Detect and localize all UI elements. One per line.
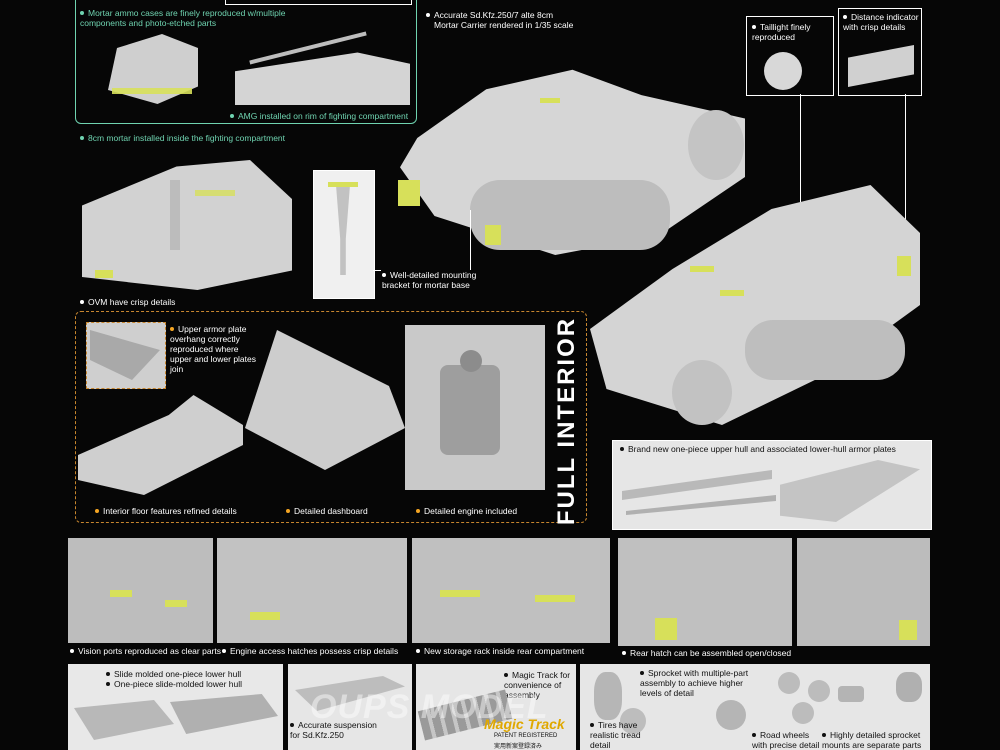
sprocket-image-1 bbox=[620, 708, 646, 734]
engine-hatches-photo bbox=[217, 538, 407, 643]
main-vehicle-pe-1 bbox=[398, 180, 420, 206]
sprocket-caption: Sprocket with multiple-part assembly to … bbox=[640, 668, 749, 698]
suspension-panel bbox=[288, 664, 412, 750]
mortar-carrier-caption: Mortar Carrier rendered in 1/35 scale bbox=[434, 20, 574, 30]
taillight-image bbox=[764, 52, 802, 90]
slide-molded-caption-2: One-piece slide-molded lower hull bbox=[106, 679, 242, 689]
main-vehicle-pe-3 bbox=[540, 98, 560, 103]
engine-caption: Detailed engine included bbox=[416, 506, 517, 516]
fighting-compartment-image bbox=[82, 160, 292, 290]
distance-indicator-caption: Distance indicator with crisp details bbox=[843, 12, 919, 32]
patent-cn-label: 実用新案登録済み bbox=[494, 743, 543, 750]
second-vehicle-pe-1 bbox=[690, 266, 714, 272]
vision-ports-photo bbox=[68, 538, 213, 643]
ammo-inner-box bbox=[225, 0, 412, 5]
taillight-caption: Taillight finely reproduced bbox=[752, 22, 811, 42]
vision-ports-pe-1 bbox=[110, 590, 132, 597]
bracket-pe bbox=[328, 182, 358, 187]
engine-hatches-pe bbox=[250, 612, 280, 620]
second-vehicle-front-wheel bbox=[672, 360, 732, 425]
storage-rack-caption: New storage rack inside rear compartment bbox=[416, 646, 584, 656]
mounting-bracket-caption: Well-detailed mounting bracket for morta… bbox=[382, 270, 477, 290]
main-vehicle-front-wheel bbox=[688, 110, 744, 180]
slide-molded-caption-1: Slide molded one-piece lower hull bbox=[106, 669, 241, 679]
rear-hatch-photo-1 bbox=[618, 538, 792, 646]
tires-caption: Tires have realistic tread detail bbox=[590, 720, 641, 750]
road-wheel-1 bbox=[778, 672, 800, 694]
patent-label: PATENT REGISTERED bbox=[494, 733, 558, 739]
ovm-caption: OVM have crisp details bbox=[80, 297, 175, 307]
second-vehicle-pe-2 bbox=[720, 290, 744, 296]
mortar-ammo-caption: Mortar ammo cases are finely reproduced … bbox=[80, 8, 286, 28]
suspension-caption: Accurate suspension for Sd.Kfz.250 bbox=[290, 720, 377, 740]
full-interior-title: FULL INTERIOR bbox=[553, 316, 580, 526]
interior-floor-caption: Interior floor features refined details bbox=[95, 506, 237, 516]
ammo-crate-pe-strap bbox=[112, 88, 192, 94]
compartment-pe-1 bbox=[95, 270, 113, 278]
storage-rack-pe-1 bbox=[440, 590, 480, 597]
vision-ports-caption: Vision ports reproduced as clear parts bbox=[70, 646, 221, 656]
distance-leader bbox=[905, 94, 906, 259]
vision-ports-pe-2 bbox=[165, 600, 187, 607]
engine-air-filter bbox=[460, 350, 482, 372]
full-interior-frame bbox=[75, 311, 587, 523]
engine-hatches-caption: Engine access hatches possess crisp deta… bbox=[222, 646, 398, 656]
upper-armor-caption: Upper armor plate overhang correctly rep… bbox=[170, 324, 257, 374]
sprocket-image-2 bbox=[716, 700, 746, 730]
sprocket-mount-2 bbox=[896, 672, 922, 702]
second-vehicle-track bbox=[745, 320, 905, 380]
distance-indicator-box bbox=[838, 8, 922, 96]
road-wheel-3 bbox=[808, 680, 830, 702]
tire-image bbox=[594, 672, 622, 720]
taillight-leader bbox=[800, 94, 801, 254]
magic-track-caption: Magic Track for convenience of assembly bbox=[504, 670, 571, 700]
accurate-sdkfz-caption: Accurate Sd.Kfz.250/7 alte 8cm bbox=[426, 10, 553, 20]
main-vehicle-track bbox=[470, 180, 670, 250]
mortar-installed-caption: 8cm mortar installed inside the fighting… bbox=[80, 133, 285, 143]
taillight-box bbox=[746, 16, 834, 96]
upper-hull-caption: Brand new one-piece upper hull and assoc… bbox=[620, 444, 896, 454]
main-vehicle-pe-2 bbox=[485, 225, 501, 245]
rear-hatch-pe-2 bbox=[899, 620, 917, 640]
rear-hatch-pe-1 bbox=[655, 618, 677, 640]
sprocket-mount-1 bbox=[838, 686, 864, 702]
road-wheel-2 bbox=[792, 702, 814, 724]
mortar-tube bbox=[170, 180, 180, 250]
rear-hatch-caption: Rear hatch can be assembled open/closed bbox=[622, 648, 791, 658]
magic-track-logo: Magic Track bbox=[484, 716, 565, 732]
engine-block bbox=[440, 365, 500, 455]
dashboard-caption: Detailed dashboard bbox=[286, 506, 368, 516]
watermark-text: OUPS MODEL bbox=[310, 688, 549, 726]
sprocket-mounts-caption: Highly detailed sprocket mounts are sepa… bbox=[822, 730, 922, 750]
bracket-leader-line bbox=[373, 270, 381, 271]
amg-caption: AMG installed on rim of fighting compart… bbox=[230, 111, 408, 121]
ammo-callout-frame bbox=[75, 0, 417, 124]
compartment-pe-2 bbox=[195, 190, 235, 196]
storage-rack-pe-2 bbox=[535, 595, 575, 602]
bracket-leader-line-v bbox=[470, 210, 471, 270]
second-vehicle-pe-3 bbox=[897, 256, 911, 276]
road-wheels-caption: Road wheels with precise detail bbox=[752, 730, 820, 750]
